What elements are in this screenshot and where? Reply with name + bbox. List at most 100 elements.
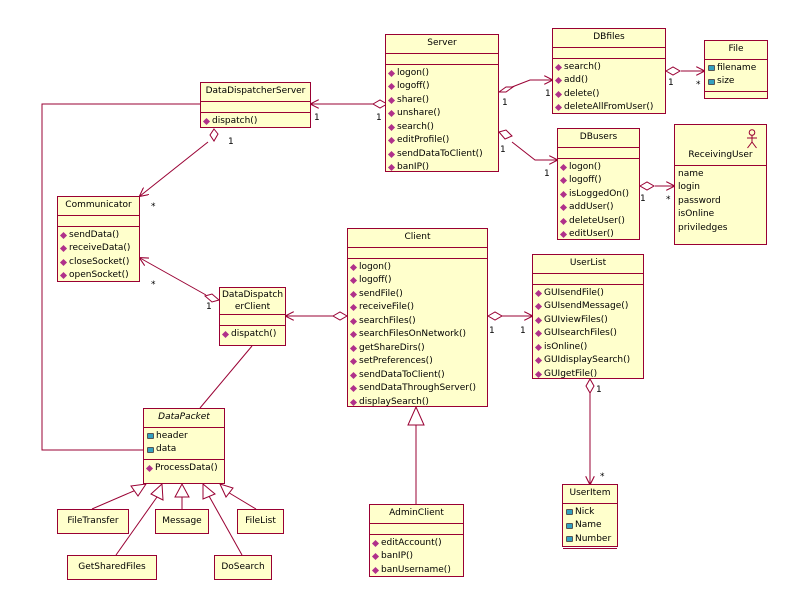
operation-icon: [59, 272, 68, 280]
operation: banIP(): [387, 161, 498, 175]
attribute: priviledges: [678, 222, 728, 233]
operation: sendFile(): [349, 288, 487, 302]
class-adminclient[interactable]: AdminClient editAccount() banIP() banUse…: [369, 504, 464, 577]
operation-icon: [554, 63, 563, 71]
operation: unshare(): [387, 107, 498, 121]
edge-getsharedfiles-dp: [115, 496, 158, 556]
diamond-dds-comm: [209, 128, 219, 142]
class-filetransfer[interactable]: FileTransfer: [57, 509, 129, 534]
operation: add(): [554, 74, 665, 88]
class-server[interactable]: Server logon() logoff() share() unshare(…: [385, 34, 499, 172]
class-getsharedfiles[interactable]: GetSharedFiles: [67, 555, 157, 580]
class-data-dispatcher-client[interactable]: DataDispatch erClient dispatch(): [219, 287, 286, 346]
operation: search(): [387, 121, 498, 135]
operations-section: logon() logoff() isLoggedOn() addUser() …: [558, 159, 639, 244]
edge-dosearch-dp: [208, 495, 243, 556]
diamond-client-ddc: [331, 311, 349, 321]
attribute: password: [678, 195, 721, 206]
multiplicity-label: *: [666, 195, 671, 205]
diamond-dbusers-ru: [638, 181, 656, 191]
class-dbfiles[interactable]: DBfiles search() add() delete() deleteAl…: [552, 28, 666, 114]
operation-icon: [349, 385, 358, 393]
operation-icon: [559, 217, 568, 225]
class-title: ReceivingUser: [675, 147, 766, 166]
operation: getShareDirs(): [349, 342, 487, 356]
operation-icon: [145, 464, 154, 472]
operations-section: search() add() delete() deleteAllFromUse…: [553, 59, 665, 117]
operation-icon: [371, 539, 380, 547]
class-userlist[interactable]: UserList GUIsendFile() GUIsendMessage() …: [532, 254, 644, 379]
attributes-section: [201, 102, 310, 113]
operation: logoff(): [349, 274, 487, 288]
class-title: DBusers: [558, 129, 639, 148]
multiplicity-label: 1: [489, 326, 495, 336]
attributes-section: Nick Name Number: [563, 504, 617, 549]
attribute: size: [708, 75, 767, 89]
operation-icon: [349, 331, 358, 339]
multiplicity-label: *: [696, 80, 701, 90]
attribute: isOnline: [678, 209, 715, 219]
edge-dds-comm: [140, 141, 209, 196]
operation-icon: [221, 331, 230, 339]
multiplicity-label: 1: [500, 145, 506, 155]
operation-icon: [534, 303, 543, 311]
operation-icon: [349, 358, 358, 366]
class-useritem[interactable]: UserItem Nick Name Number: [562, 484, 618, 549]
operation-icon: [559, 177, 568, 185]
multiplicity-label: 1: [376, 113, 382, 123]
class-client[interactable]: Client logon() logoff() sendFile() recei…: [347, 228, 488, 407]
diamond-server-dbusers: [498, 129, 513, 140]
attribute-icon: [147, 433, 154, 440]
class-title: DataDispatch erClient: [220, 288, 285, 315]
operation-icon: [534, 357, 543, 365]
attributes-section: [370, 524, 463, 535]
attribute: Name: [566, 519, 617, 533]
operation: GUIdisplaySearch(): [534, 354, 643, 368]
multiplicity-label: 1: [502, 98, 508, 108]
operation-icon: [59, 245, 68, 253]
operation: displaySearch(): [349, 396, 487, 410]
class-data-dispatcher-server[interactable]: DataDispatcherServer dispatch(): [200, 82, 311, 128]
attribute-icon: [708, 65, 715, 72]
operation-icon: [534, 370, 543, 378]
class-title: DoSearch: [221, 562, 265, 572]
operation: deleteAllFromUser(): [554, 101, 665, 115]
class-title: DataDispatcherServer: [201, 83, 310, 102]
operation-icon: [554, 77, 563, 85]
class-receiving-user[interactable]: ReceivingUser name login password isOnli…: [674, 124, 767, 245]
attribute: Nick: [566, 506, 617, 520]
operation: addUser(): [559, 201, 639, 215]
operation: logoff(): [387, 80, 498, 94]
attribute-icon: [147, 446, 154, 453]
operation-icon: [349, 398, 358, 406]
multiplicity-label: *: [151, 280, 156, 290]
operation: sendDataToClient(): [349, 369, 487, 383]
class-file[interactable]: File filename size: [704, 40, 768, 99]
attribute: header: [147, 430, 224, 444]
multiplicity-label: *: [151, 202, 156, 212]
class-communicator[interactable]: Communicator sendData() receiveData() cl…: [57, 196, 140, 282]
attributes-section: [533, 274, 643, 285]
multiplicity-label: *: [600, 472, 605, 482]
operations-section: dispatch(): [201, 113, 310, 131]
class-filelist[interactable]: FileList: [237, 509, 284, 534]
operation-icon: [534, 316, 543, 324]
class-dosearch[interactable]: DoSearch: [214, 555, 272, 580]
operation-icon: [202, 117, 211, 125]
operation: GUIsendFile(): [534, 287, 643, 301]
class-dbusers[interactable]: DBusers logon() logoff() isLoggedOn() ad…: [557, 128, 640, 240]
attributes-section: [558, 148, 639, 159]
actor-icon: [747, 129, 757, 149]
class-datapacket[interactable]: DataPacket header data ProcessData(): [143, 408, 225, 484]
operation-icon: [554, 104, 563, 112]
class-message[interactable]: Message: [155, 509, 209, 534]
operation: GUIviewFiles(): [534, 314, 643, 328]
operation: receiveData(): [59, 242, 139, 256]
operations-section: sendData() receiveData() closeSocket() o…: [58, 227, 139, 285]
operation-icon: [349, 304, 358, 312]
attributes-section: header data: [144, 428, 224, 460]
class-title: UserList: [533, 255, 643, 274]
operation: logon(): [349, 261, 487, 275]
class-title-line: DataDispatch: [222, 290, 284, 300]
